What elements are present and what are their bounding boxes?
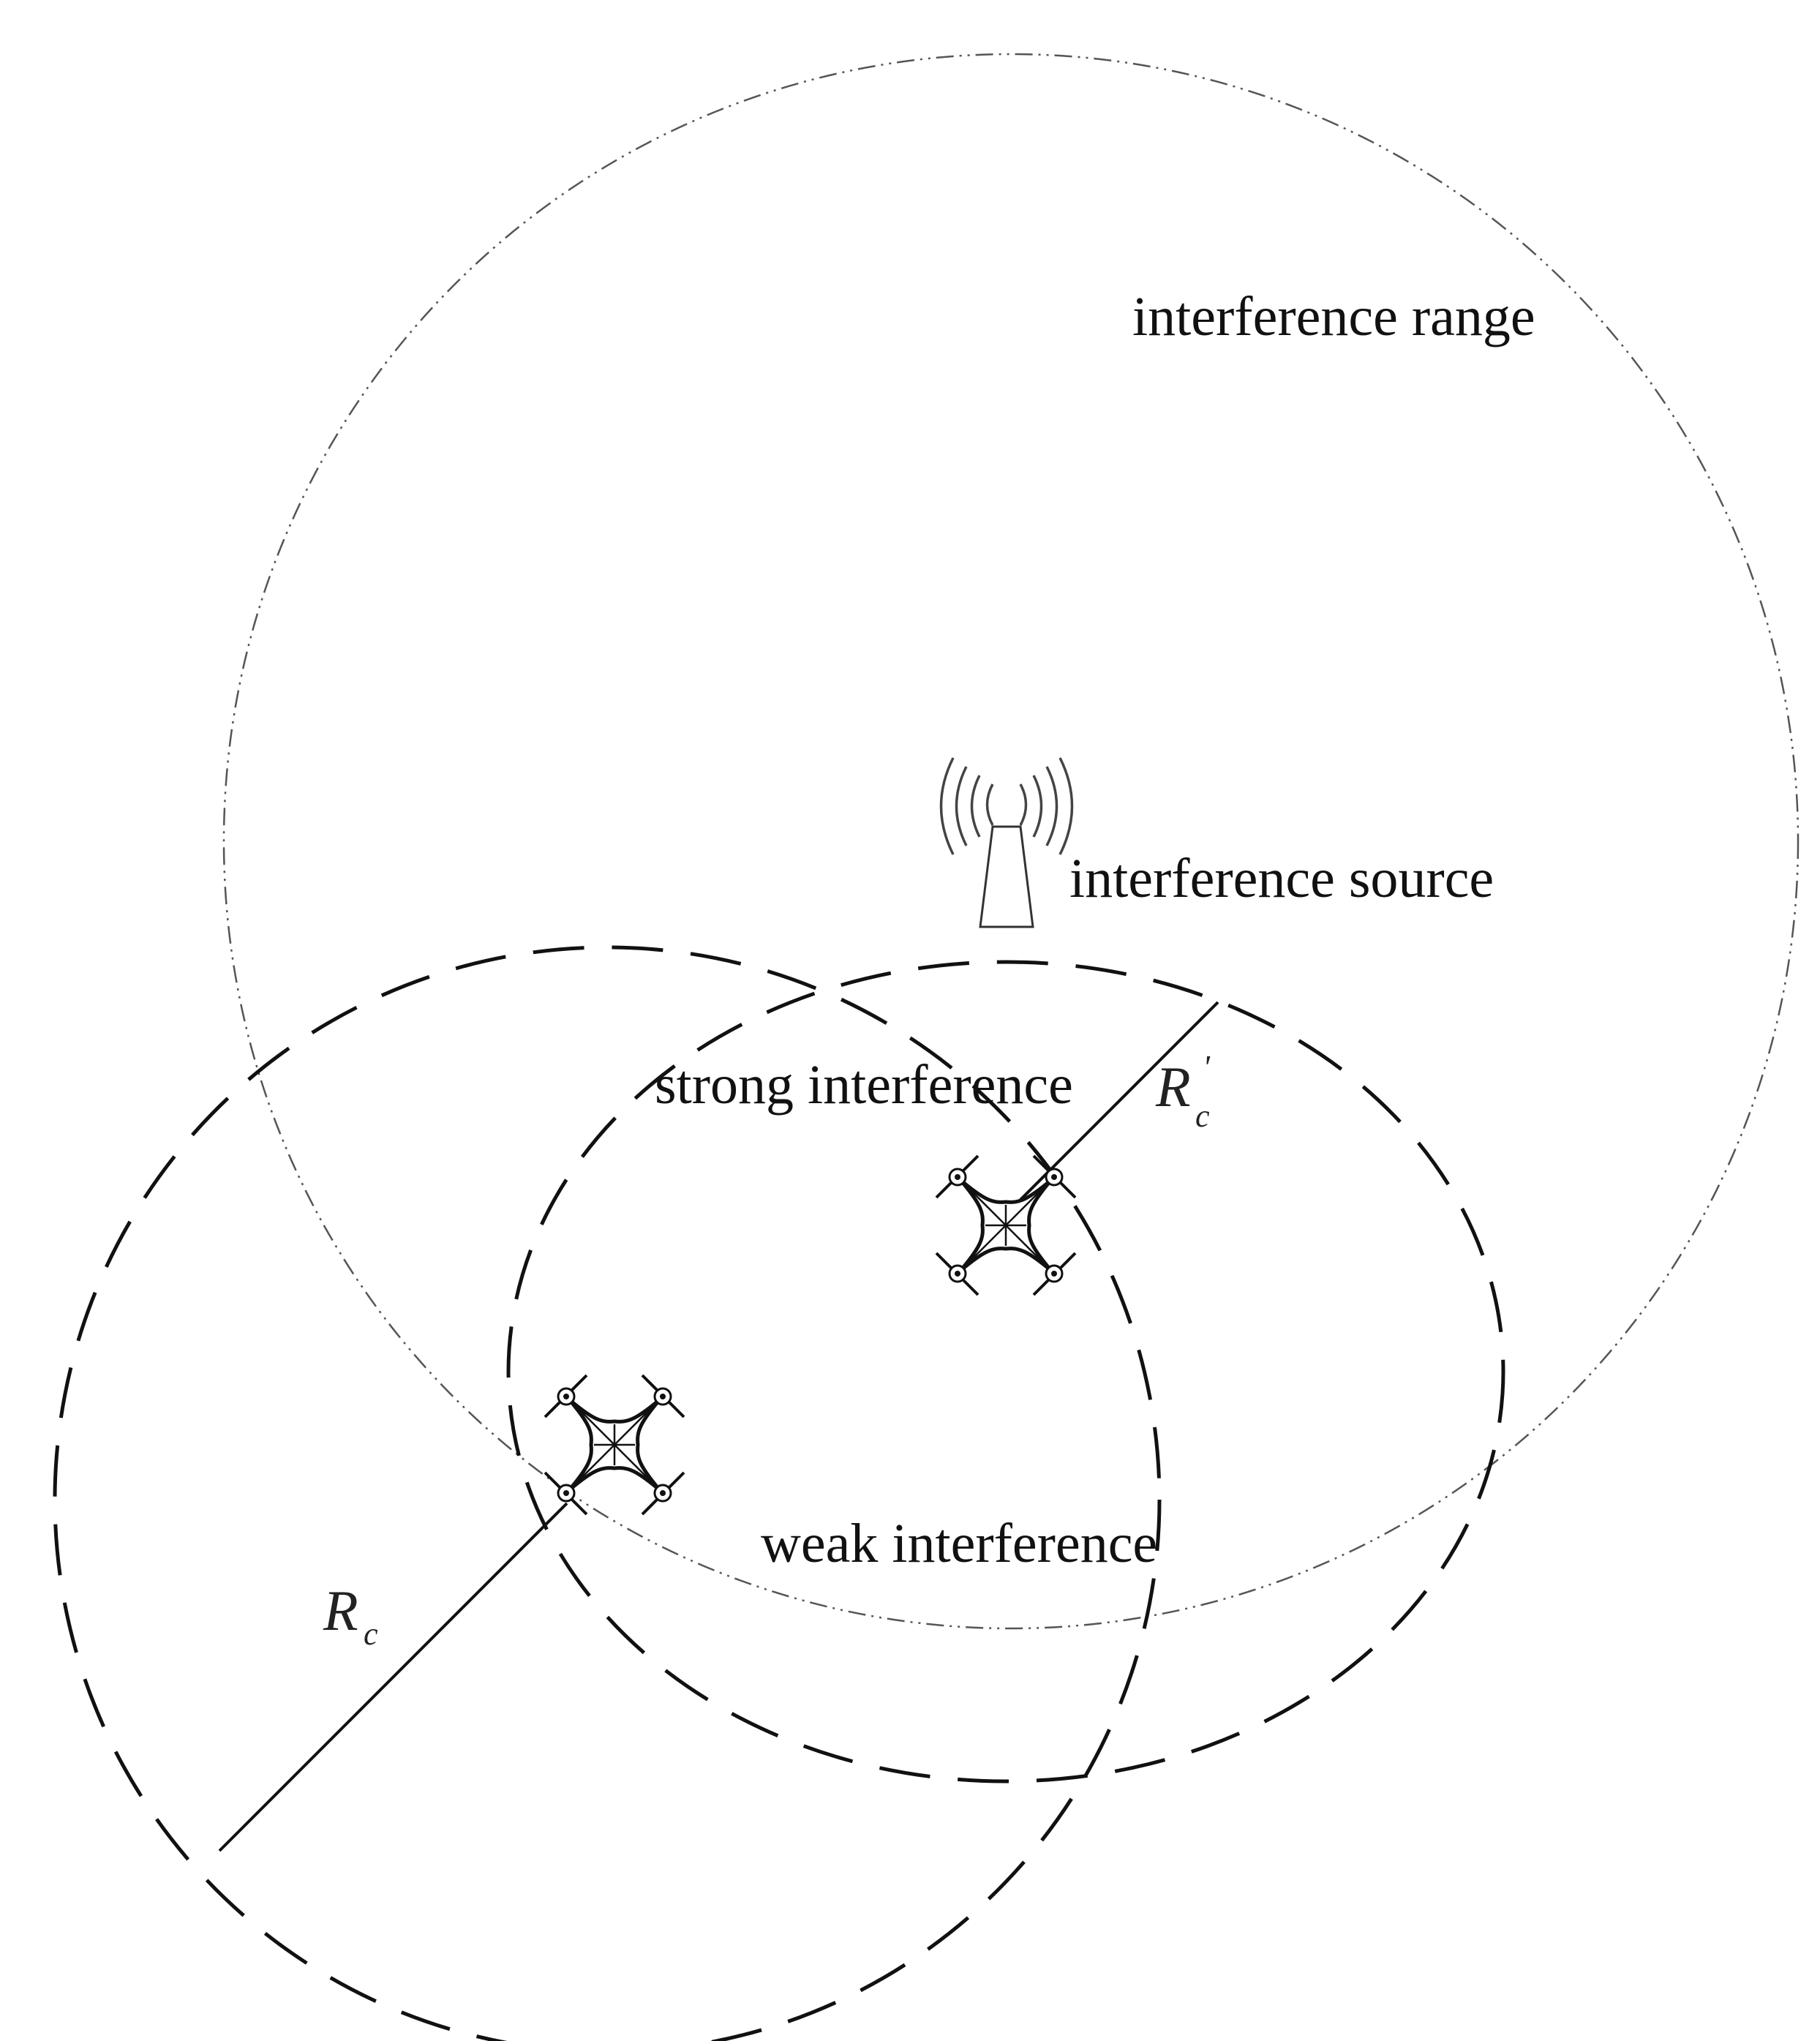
- rc-prime-subscript: c: [1195, 1098, 1210, 1134]
- interference-range-circle: [222, 53, 1800, 1630]
- comm-range-circle-left: [53, 945, 1162, 2041]
- comm-range-circle-right: [506, 960, 1505, 1783]
- interference-range-label: interference range: [1132, 286, 1535, 347]
- rc-subscript: c: [364, 1616, 378, 1652]
- quadcopter-icon: [935, 1154, 1077, 1296]
- radio-tower-icon: [939, 757, 1074, 928]
- rc-symbol: R: [323, 1579, 358, 1642]
- quadcopter-icon: [544, 1374, 685, 1516]
- radius-rc-label: R c: [323, 1579, 378, 1652]
- radius-line-rc: [218, 1502, 568, 1852]
- rc-prime-symbol: R: [1155, 1055, 1191, 1119]
- strong-interference-label: strong interference: [655, 1054, 1073, 1116]
- interference-source-label: interference source: [1069, 848, 1494, 909]
- rc-prime-mark: ': [1203, 1048, 1211, 1086]
- radius-rc-prime-label: R c ': [1155, 1048, 1211, 1134]
- weak-interference-label: weak interference: [761, 1513, 1157, 1574]
